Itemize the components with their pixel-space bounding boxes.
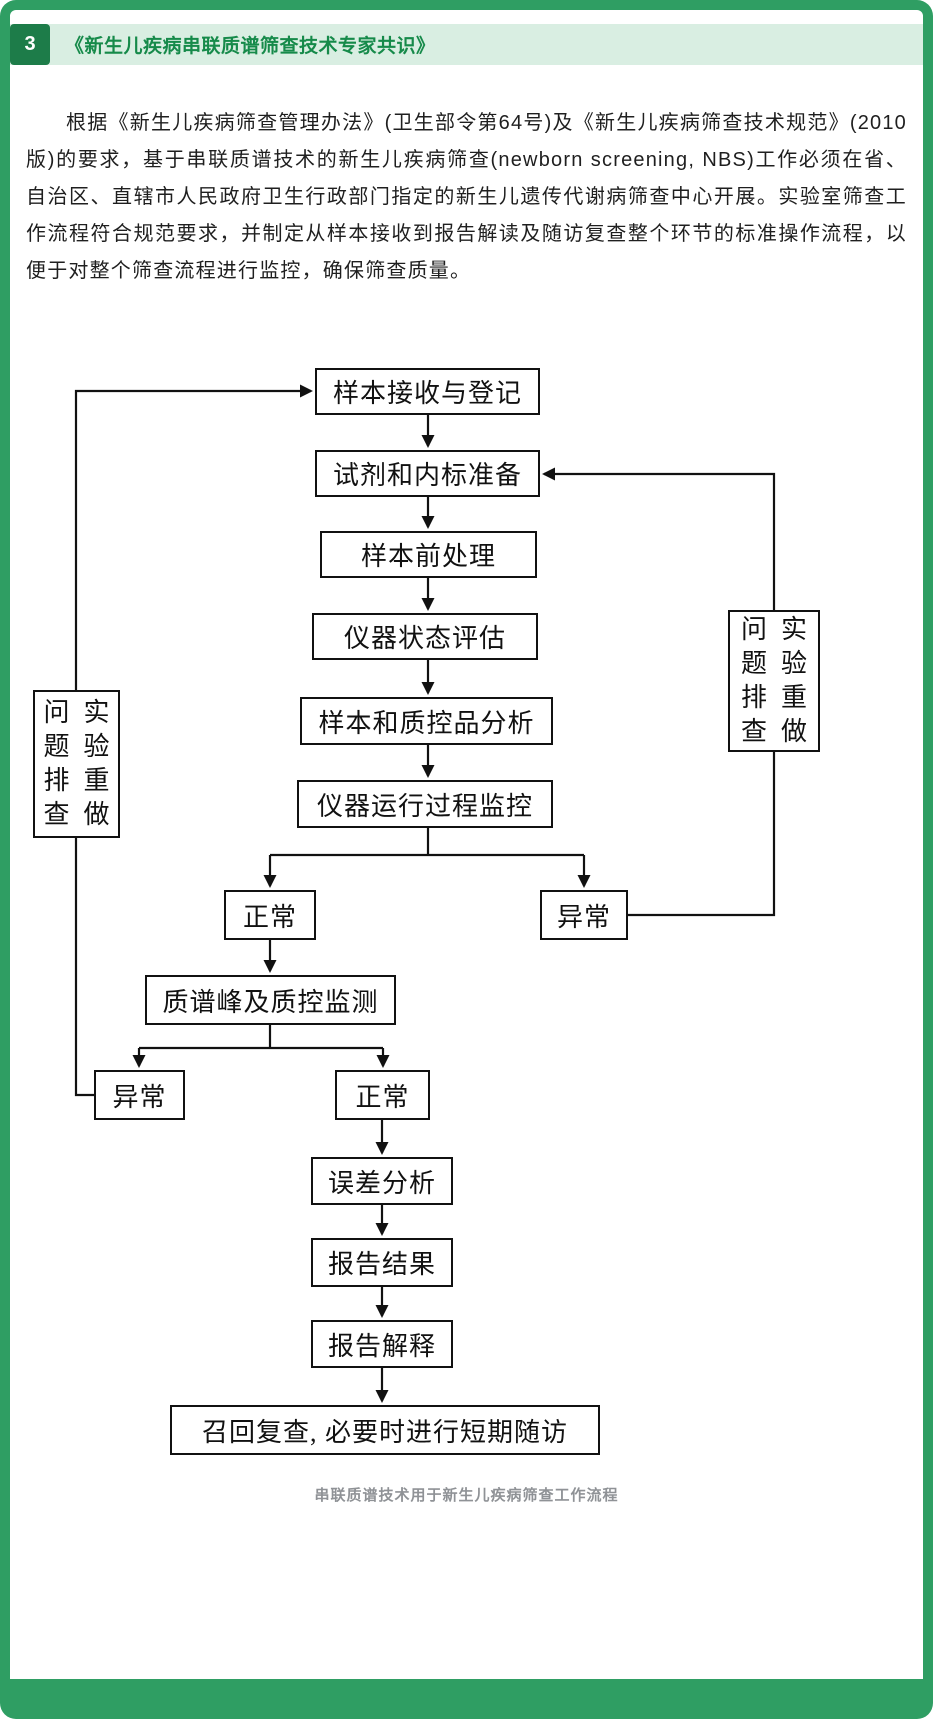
flowchart: 样本接收与登记 试剂和内标准备 样本前处理 仪器状态评估 样本和质控品分析 仪器… xyxy=(0,350,933,1480)
flow-node-peak-monitor: 质谱峰及质控监测 xyxy=(145,975,396,1025)
flow-node-recall: 召回复查, 必要时进行短期随访 xyxy=(170,1405,600,1455)
sidebox-right-col-redo: 实验重做 xyxy=(780,615,807,746)
figure-caption: 串联质谱技术用于新生儿疾病筛查工作流程 xyxy=(314,1487,619,1504)
flow-node-instrument-status: 仪器状态评估 xyxy=(312,613,538,660)
flow-node-report-interpret: 报告解释 xyxy=(311,1320,453,1368)
flow-node-normal-2: 正常 xyxy=(335,1070,430,1120)
flow-node-report-result: 报告结果 xyxy=(311,1238,453,1287)
section-header: 3 《新生儿疾病串联质谱筛查技术专家共识》 xyxy=(10,24,923,65)
flow-node-normal-1: 正常 xyxy=(224,890,316,940)
flowchart-connectors xyxy=(74,384,776,1403)
flow-node-receive: 样本接收与登记 xyxy=(315,368,540,415)
flow-sidebox-left: 问题排查 实验重做 xyxy=(33,690,120,838)
body-paragraph: 根据《新生儿疾病筛查管理办法》(卫生部令第64号)及《新生儿疾病筛查技术规范》(… xyxy=(26,112,907,282)
sidebox-left-col-redo: 实验重做 xyxy=(83,698,110,829)
flow-node-pretreat: 样本前处理 xyxy=(320,531,537,578)
sidebox-left-col-problem: 问题排查 xyxy=(43,698,70,829)
section-title: 《新生儿疾病串联质谱筛查技术专家共识》 xyxy=(65,36,436,57)
flow-node-abnormal-2: 异常 xyxy=(94,1070,185,1120)
flow-node-reagent: 试剂和内标准备 xyxy=(315,450,540,497)
sidebox-right-col-problem: 问题排查 xyxy=(740,615,767,746)
flow-node-abnormal-1: 异常 xyxy=(540,890,628,940)
flow-node-run-monitor: 仪器运行过程监控 xyxy=(297,780,553,828)
section-number-badge: 3 xyxy=(10,24,50,65)
flow-node-qc-analysis: 样本和质控品分析 xyxy=(300,697,553,745)
flow-node-error-analysis: 误差分析 xyxy=(311,1157,453,1205)
flow-sidebox-right: 问题排查 实验重做 xyxy=(728,610,820,752)
